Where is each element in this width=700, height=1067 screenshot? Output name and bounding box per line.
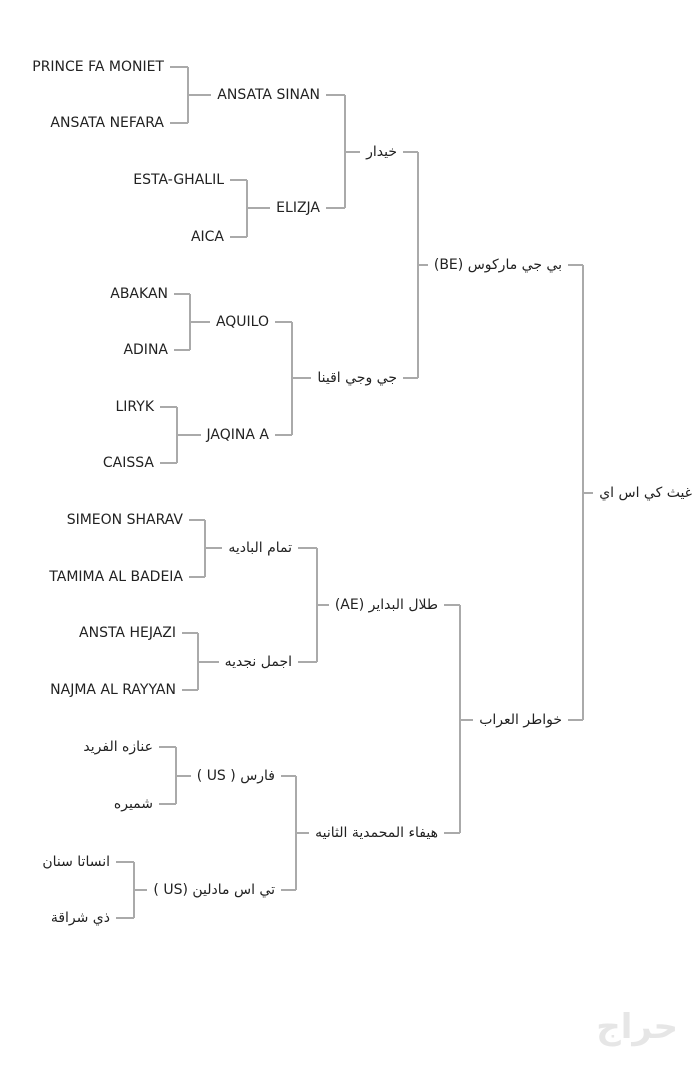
ancestor-ddd: تي اس مادلين (US ) xyxy=(153,882,275,898)
ancestor-dss: تمام الباديه xyxy=(228,540,292,556)
ancestor-dsss: SIMEON SHARAV xyxy=(66,512,183,528)
ancestor-sdss: ABAKAN xyxy=(110,286,168,302)
ancestor-dsdd: NAJMA AL RAYYAN xyxy=(50,682,176,698)
ancestor-dsd: اجمل نجديه xyxy=(224,654,292,670)
ancestor-sd: جي وجي اقينا xyxy=(317,370,397,386)
ancestor-dssd: TAMIMA AL BADEIA xyxy=(49,569,183,585)
ancestor-s: بي جي ماركوس (BE) xyxy=(433,257,562,273)
ancestor-ssd: ELIZJA xyxy=(276,200,320,216)
ancestor-ddds: انساتا سنان xyxy=(42,854,110,870)
ancestor-ssds: ESTA-GHALIL xyxy=(133,172,224,188)
watermark-logo: حراج xyxy=(596,1007,678,1047)
ancestor-ds: طلال البداير (AE) xyxy=(334,597,438,613)
ancestor-ssdd: AICA xyxy=(190,229,224,245)
ancestor-sssd: ANSATA NEFARA xyxy=(50,115,164,131)
subject-horse: غيث كي اس اي xyxy=(599,485,692,501)
ancestor-ssss: PRINCE FA MONIET xyxy=(32,59,164,75)
ancestor-sdsd: ADINA xyxy=(123,342,168,358)
ancestor-dds: فارس ( US ) xyxy=(196,768,275,784)
ancestor-ddsd: شميره xyxy=(113,796,153,812)
ancestor-ddss: عنازه الفريد xyxy=(83,739,153,755)
ancestor-sddd: CAISSA xyxy=(102,455,154,471)
ancestor-sdd: JAQINA A xyxy=(206,427,269,443)
ancestor-d: خواطر العراب xyxy=(479,712,562,728)
ancestor-dd: هيفاء المحمدية الثانيه xyxy=(315,825,438,841)
ancestor-sss: ANSATA SINAN xyxy=(217,87,320,103)
ancestor-dsds: ANSTA HEJAZI xyxy=(79,625,176,641)
ancestor-dddd: ذي شراقة xyxy=(50,910,110,926)
ancestor-sdds: LIRYK xyxy=(115,399,155,415)
ancestor-sds: AQUILO xyxy=(215,314,269,330)
ancestor-ss: خيدار xyxy=(366,144,397,160)
